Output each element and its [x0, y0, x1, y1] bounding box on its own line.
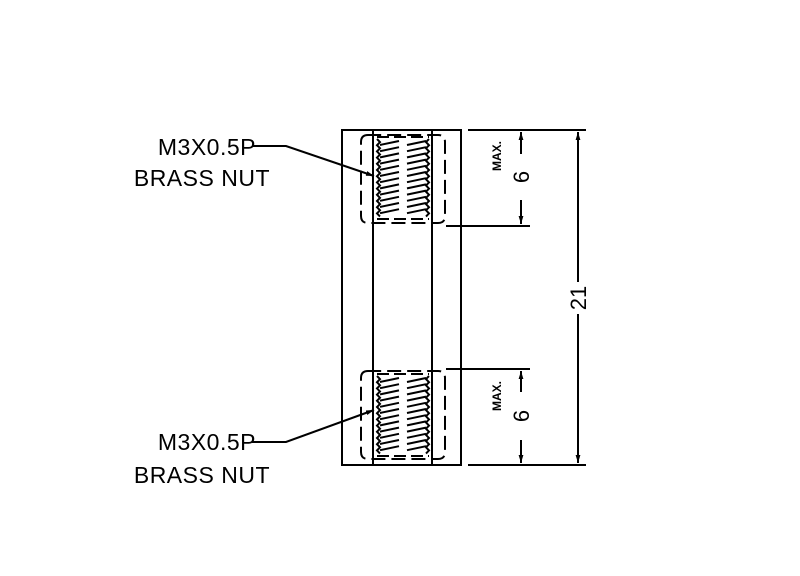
upper-callout: M3X0.5P BRASS NUT: [134, 134, 375, 191]
thread-line: [379, 152, 400, 159]
thread-line: [406, 195, 427, 202]
lower-callout-material: BRASS NUT: [134, 462, 270, 488]
thread-line: [406, 445, 427, 452]
extension-lines: [446, 129, 586, 466]
thread-line: [379, 445, 400, 452]
thread-line: [406, 420, 427, 427]
thread-line: [406, 383, 427, 390]
upper-dim-qualifier: MAX.: [490, 141, 504, 171]
thread-line: [379, 171, 400, 177]
lower-thread-pattern: [375, 373, 431, 457]
overall-dim-value: 21: [566, 286, 591, 310]
thread-line: [406, 401, 427, 408]
overall-length-dimension: 21: [566, 132, 591, 463]
upper-leader-line: [252, 145, 375, 177]
lower-callout: M3X0.5P BRASS NUT: [134, 409, 375, 488]
thread-line: [406, 414, 427, 421]
thread-line: [379, 164, 400, 171]
thread-line: [379, 389, 400, 396]
lower-nut: [360, 370, 446, 460]
thread-line: [406, 171, 427, 177]
thread-line: [379, 146, 400, 153]
thread-line: [379, 140, 400, 146]
thread-line: [379, 183, 400, 190]
upper-nut-hidden-outline: [360, 134, 446, 224]
thread-line: [406, 426, 427, 433]
upper-thread-pattern: [375, 136, 431, 220]
thread-line: [406, 189, 427, 196]
lower-dim-value: 6: [509, 410, 534, 422]
thread-crest-edge: [424, 375, 431, 455]
thread-line: [379, 426, 400, 433]
thread-line: [406, 439, 427, 445]
thread-line: [379, 208, 400, 215]
thread-line: [379, 408, 400, 414]
standoff-body: [341, 129, 462, 466]
thread-line: [379, 395, 400, 402]
thread-line: [379, 414, 400, 421]
thread-line: [379, 177, 400, 184]
thread-line: [406, 164, 427, 171]
thread-line: [379, 401, 400, 408]
thread-line: [406, 146, 427, 153]
upper-dim-value: 6: [509, 171, 534, 183]
thread-line: [379, 439, 400, 445]
lower-nut-dimension: 6 MAX.: [490, 371, 534, 463]
thread-line: [406, 432, 427, 439]
thread-line: [379, 383, 400, 390]
standoff-outline: [341, 129, 462, 466]
lower-callout-spec: M3X0.5P: [158, 429, 256, 455]
thread-crest-edge: [375, 138, 382, 218]
lower-dim-qualifier: MAX.: [490, 381, 504, 411]
thread-line: [379, 189, 400, 196]
thread-line: [379, 432, 400, 439]
thread-line: [406, 202, 427, 208]
thread-line: [406, 408, 427, 414]
thread-line: [406, 389, 427, 396]
thread-line: [406, 183, 427, 190]
thread-line: [406, 140, 427, 146]
thread-crest-edge: [424, 138, 431, 218]
thread-line: [379, 195, 400, 202]
lower-leader-line: [252, 409, 375, 443]
thread-line: [379, 377, 400, 383]
thread-line: [406, 377, 427, 383]
thread-line: [406, 177, 427, 184]
upper-callout-spec: M3X0.5P: [158, 134, 256, 160]
thread-line: [379, 420, 400, 427]
lower-nut-hidden-outline: [360, 370, 446, 460]
thread-line: [406, 158, 427, 165]
upper-callout-material: BRASS NUT: [134, 165, 270, 191]
thread-line: [406, 395, 427, 402]
thread-line: [379, 202, 400, 208]
upper-nut-dimension: 6 MAX.: [490, 132, 534, 224]
thread-line: [379, 158, 400, 165]
thread-line: [406, 208, 427, 215]
thread-line: [406, 152, 427, 159]
upper-nut: [360, 134, 446, 224]
thread-crest-edge: [375, 375, 382, 455]
